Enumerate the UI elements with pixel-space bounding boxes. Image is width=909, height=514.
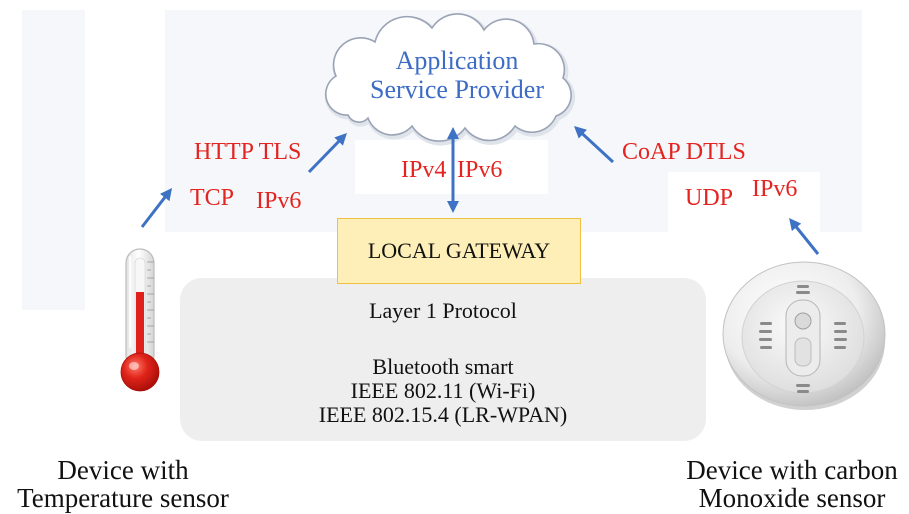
left-device-caption-line1: Device with: [57, 455, 189, 485]
local-gateway-box: LOCAL GATEWAY: [337, 218, 581, 284]
arrow-left-to-cloud: [307, 132, 347, 174]
gateway-protocol-ipv4: IPv4: [401, 157, 447, 183]
left-protocol-bottom-right: IPv6: [256, 188, 302, 214]
right-device-caption-line2: Monoxide sensor: [698, 483, 886, 513]
cloud-icon: [324, 13, 576, 146]
layer1-title: Layer 1 Protocol: [369, 298, 517, 323]
detector-test-button: [794, 312, 812, 330]
local-gateway-label: LOCAL GATEWAY: [367, 238, 551, 263]
thermometer-scale: [147, 261, 154, 343]
cloud-shape: [324, 13, 572, 142]
smoke-detector-icon: [722, 261, 886, 410]
detector-vents: [759, 285, 847, 393]
right-protocol-bottom-right: IPv6: [752, 176, 798, 202]
thermometer-red-column: [136, 292, 144, 368]
layer1-item-lrwpan: IEEE 802.15.4 (LR-WPAN): [318, 402, 568, 427]
right-protocol-top: CoAP DTLS: [622, 139, 746, 165]
arrow-thermometer-up: [140, 188, 173, 228]
left-protocol-bottom-left: TCP: [190, 185, 235, 211]
layer1-item-wifi: IEEE 802.11 (Wi-Fi): [350, 378, 536, 403]
left-protocol-top: HTTP TLS: [194, 139, 302, 165]
background-panel-left: [22, 10, 85, 310]
right-device-caption-line1: Device with carbon: [686, 455, 898, 485]
right-protocol-bottom-left: UDP: [685, 185, 734, 211]
gateway-protocol-ipv6: IPv6: [457, 157, 503, 183]
thermometer-icon: [120, 248, 160, 392]
cloud-title-line1: Application: [395, 46, 519, 75]
right-device-caption: Device with carbon Monoxide sensor: [679, 456, 905, 512]
layer1-item-bluetooth: Bluetooth smart: [372, 354, 514, 379]
cloud-title-line2: Service Provider: [369, 75, 544, 104]
arrow-detector-up: [789, 217, 820, 255]
arrow-right-to-cloud: [574, 126, 615, 164]
thermometer-bulb: [120, 352, 160, 392]
left-device-caption-line2: Temperature sensor: [17, 483, 229, 513]
left-device-caption: Device with Temperature sensor: [10, 456, 236, 512]
layer1-protocol-box: Layer 1 Protocol Bluetooth smart IEEE 80…: [180, 278, 706, 441]
